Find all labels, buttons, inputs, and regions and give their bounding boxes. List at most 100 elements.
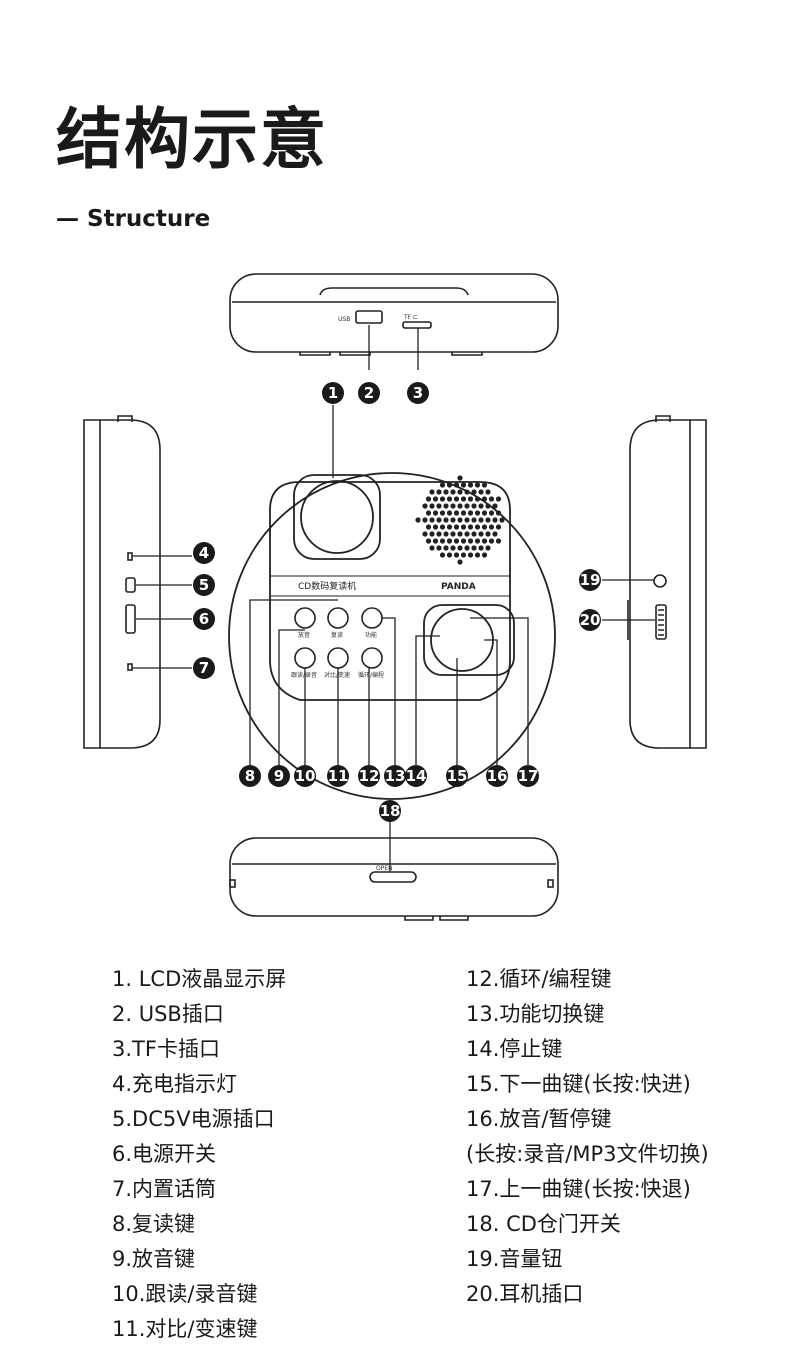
speaker-hole <box>446 510 453 516</box>
speaker-hole <box>485 489 491 495</box>
legend-item: 1. LCD液晶显示屏 <box>112 967 287 991</box>
speaker-hole <box>478 531 484 537</box>
speaker-hole <box>436 503 442 509</box>
speaker-hole <box>446 538 453 544</box>
speaker-hole <box>488 510 495 516</box>
brand-label: PANDA <box>441 582 476 592</box>
callout-circle-20 <box>579 609 601 631</box>
callout-circle-8 <box>239 765 261 787</box>
speaker-hole <box>446 524 453 530</box>
btn-label-compare: 对比/变速 <box>324 671 350 679</box>
speaker-hole <box>439 524 446 530</box>
speaker-hole <box>474 552 481 558</box>
speaker-hole <box>471 489 477 495</box>
speaker-hole <box>422 503 428 509</box>
speaker-hole <box>429 517 435 523</box>
speaker-hole <box>460 482 467 488</box>
speaker-hole <box>474 482 481 488</box>
callout-number-4: 4 <box>199 544 209 562</box>
callout-circle-9 <box>268 765 290 787</box>
speaker-hole <box>460 524 467 530</box>
speaker-hole <box>439 538 446 544</box>
speaker-hole <box>446 482 453 488</box>
callout-number-12: 12 <box>359 767 380 785</box>
speaker-hole <box>450 503 456 509</box>
callout-circle-19 <box>579 569 601 591</box>
callout-circle-13 <box>384 765 406 787</box>
speaker-hole <box>464 503 470 509</box>
btn-label-function: 功能 <box>365 631 377 639</box>
callout-circle-15 <box>446 765 468 787</box>
leader-lines <box>132 325 655 872</box>
speaker-hole <box>457 489 463 495</box>
speaker-hole <box>453 524 460 530</box>
callout-circle-14 <box>405 765 427 787</box>
speaker-hole <box>450 545 456 551</box>
speaker-hole <box>488 524 495 530</box>
speaker-hole <box>439 496 446 502</box>
left-side-view <box>83 415 161 749</box>
btn-label-record: 跟读/录音 <box>291 671 317 679</box>
speaker-hole <box>432 510 439 516</box>
speaker-hole <box>464 545 470 551</box>
speaker-hole <box>425 524 432 530</box>
speaker-hole <box>485 503 491 509</box>
btn-label-play: 放音 <box>298 631 310 639</box>
callout-circle-10 <box>294 765 316 787</box>
speaker-hole <box>422 531 428 537</box>
speaker-hole <box>425 538 432 544</box>
callout-circle-6 <box>193 608 215 630</box>
callout-circle-3 <box>407 382 429 404</box>
callout-circle-5 <box>193 574 215 596</box>
speaker-hole <box>436 517 442 523</box>
callout-circle-7 <box>193 657 215 679</box>
usb-label: USB <box>338 316 350 323</box>
callout-circle-4 <box>193 542 215 564</box>
page-subtitle: — Structure <box>56 206 211 232</box>
legend-item: 7.内置话筒 <box>112 1177 217 1201</box>
speaker-hole <box>443 545 449 551</box>
speaker-hole <box>422 517 428 523</box>
speaker-hole <box>443 531 449 537</box>
legend-item: 19.音量钮 <box>466 1247 563 1271</box>
speaker-hole <box>460 510 467 516</box>
callout-number-14: 14 <box>406 767 427 785</box>
speaker-hole <box>478 489 484 495</box>
speaker-hole <box>457 545 463 551</box>
speaker-hole <box>471 503 477 509</box>
speaker-hole <box>478 545 484 551</box>
speaker-hole <box>453 496 460 502</box>
speaker-hole <box>485 531 491 537</box>
legend-right: 12.循环/编程键 13.功能切换键 14.停止键 15.下一曲键(长按:快进)… <box>466 962 709 1312</box>
speaker-hole <box>457 559 463 565</box>
speaker-hole <box>432 524 439 530</box>
speaker-hole <box>429 545 435 551</box>
speaker-hole <box>492 517 498 523</box>
open-label: OPEN <box>376 865 393 872</box>
callout-number-15: 15 <box>447 767 468 785</box>
callout-number-10: 10 <box>295 767 316 785</box>
speaker-hole <box>443 517 449 523</box>
legend-item: 20.耳机插口 <box>466 1282 584 1306</box>
speaker-hole <box>439 482 446 488</box>
speaker-hole <box>443 503 449 509</box>
callout-number-16: 16 <box>487 767 508 785</box>
tf-label: TF ⊏ <box>403 314 418 321</box>
callout-circle-17 <box>517 765 539 787</box>
front-view <box>229 837 559 921</box>
callout-number-6: 6 <box>199 610 209 628</box>
legend-item: 11.对比/变速键 <box>112 1317 258 1341</box>
speaker-hole <box>495 524 502 530</box>
speaker-hole <box>495 538 502 544</box>
speaker-hole <box>425 496 432 502</box>
btn-label-loop: 循环/编程 <box>358 671 384 679</box>
speaker-hole <box>439 510 446 516</box>
top-view <box>229 273 559 356</box>
speaker-hole <box>429 503 435 509</box>
speaker-hole <box>443 489 449 495</box>
callout-circle-2 <box>358 382 380 404</box>
speaker-hole <box>464 517 470 523</box>
legend-item: 18. CD仓门开关 <box>466 1212 621 1236</box>
speaker-hole <box>471 517 477 523</box>
speaker-hole <box>436 545 442 551</box>
